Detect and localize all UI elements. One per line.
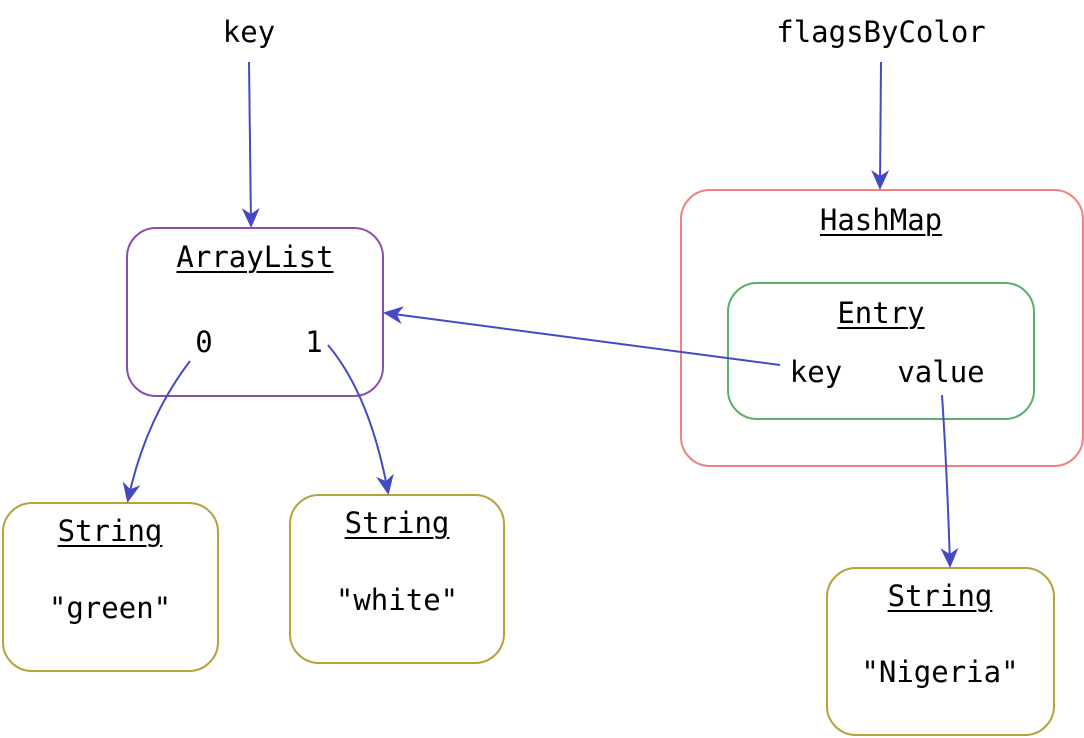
arraylist-index-0: 0 [195,325,213,359]
flagsbycolor-variable-label: flagsByColor [776,15,986,49]
key-variable-label: key [222,15,276,49]
arrow-key-to-arraylist [241,61,260,228]
arrow-entrykey-to-arraylist [383,306,781,366]
string-white-value: "white" [335,583,459,617]
arraylist-index-1: 1 [305,325,323,359]
entry-box [727,282,1035,420]
string-nigeria-title: String [887,579,993,613]
entry-title: Entry [837,296,925,330]
string-green-title: String [57,514,163,548]
string-white-title: String [344,506,450,540]
arrow-index1-to-white [327,344,394,495]
arrow-flags-to-hashmap [871,61,890,190]
hashmap-box [680,189,1084,467]
arraylist-title: ArrayList [176,240,334,274]
entry-key-label: key [789,355,843,389]
hashmap-title: HashMap [819,203,943,237]
string-nigeria-box [826,567,1055,736]
arrow-entryvalue-to-nigeria [940,394,959,568]
string-white-box [289,494,505,664]
string-green-value: "green" [48,591,172,625]
entry-value-label: value [897,355,985,389]
arraylist-box [126,227,384,397]
string-green-box [2,502,219,672]
arrow-index0-to-green [122,360,191,503]
string-nigeria-value: "Nigeria" [861,655,1019,689]
